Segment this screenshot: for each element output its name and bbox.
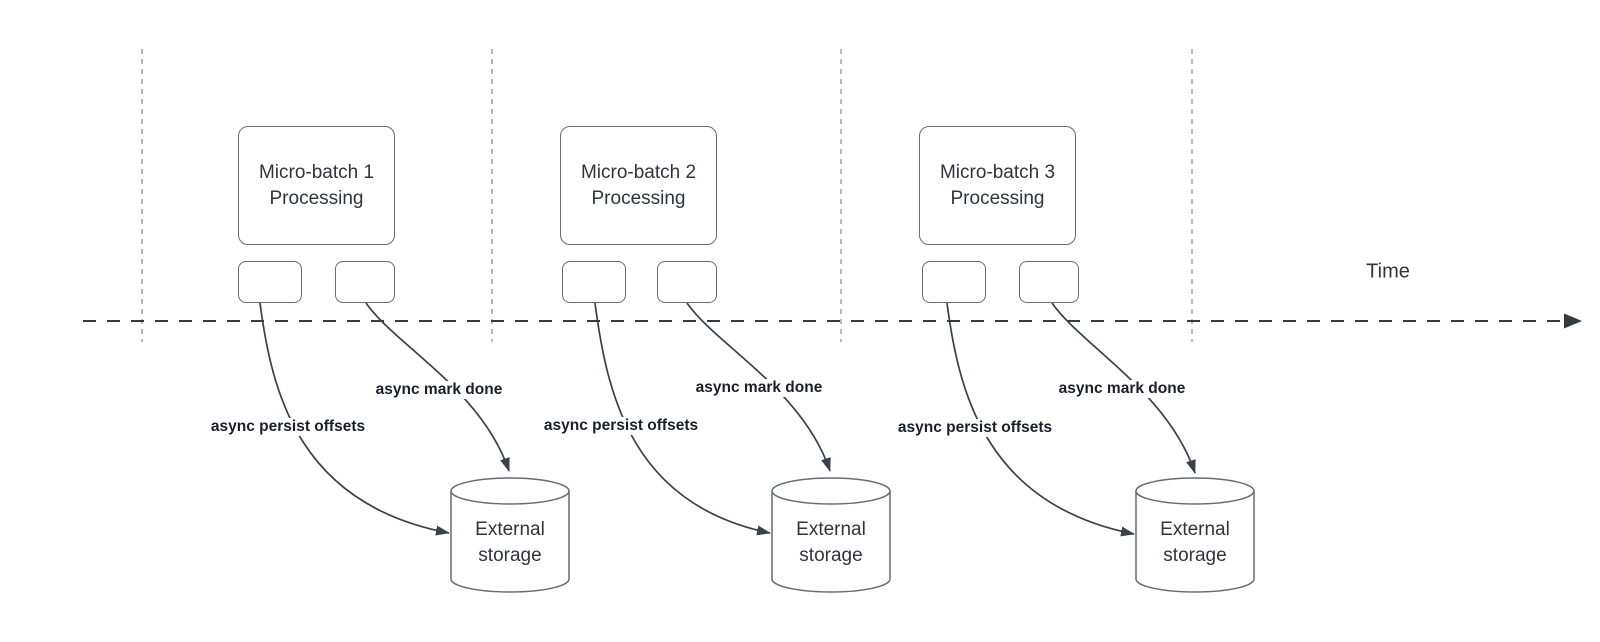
external-storage-cylinder-1 bbox=[450, 477, 570, 593]
micro-batch-2-processing-box: Micro-batch 2 Processing bbox=[560, 126, 717, 245]
external-storage-label-3-line2: storage bbox=[1163, 545, 1227, 566]
micro-batch-1-processing-box: Micro-batch 1 Processing bbox=[238, 126, 395, 245]
micro-batch-1-title-line1: Micro-batch 1 bbox=[258, 161, 375, 183]
external-storage-label-2-line2: storage bbox=[799, 545, 863, 566]
mark-done-arrow-2 bbox=[686, 302, 831, 472]
persist-offsets-label-1: async persist offsets bbox=[207, 418, 369, 436]
offset-task-box-2 bbox=[562, 261, 626, 303]
commit-task-box-3 bbox=[1019, 261, 1079, 303]
mark-done-label-3: async mark done bbox=[1055, 380, 1189, 398]
persist-offsets-arrow-3 bbox=[946, 302, 1135, 537]
micro-batch-3-title-line2: Processing bbox=[950, 187, 1045, 209]
commit-task-box-2 bbox=[657, 261, 717, 303]
micro-batch-2-title-line2: Processing bbox=[591, 187, 686, 209]
persist-offsets-arrow-2 bbox=[594, 302, 771, 536]
offset-task-box-3 bbox=[922, 261, 986, 303]
external-storage-label-2: External storage bbox=[796, 517, 866, 569]
mark-done-arrow-3 bbox=[1051, 302, 1196, 474]
external-storage-label-2-line1: External bbox=[796, 519, 866, 540]
mark-done-label-2: async mark done bbox=[692, 379, 826, 397]
offset-task-box-1 bbox=[238, 261, 302, 303]
micro-batch-2-title-line1: Micro-batch 2 bbox=[580, 161, 697, 183]
persist-offsets-arrow-1 bbox=[259, 302, 450, 536]
micro-batch-1-title-line2: Processing bbox=[269, 187, 364, 209]
external-storage-cylinder-3 bbox=[1135, 477, 1255, 593]
time-axis-arrowhead-icon bbox=[1564, 313, 1582, 329]
external-storage-label-3-line1: External bbox=[1160, 519, 1230, 540]
commit-task-box-1 bbox=[335, 261, 395, 303]
mark-done-arrow-1 bbox=[365, 302, 510, 472]
external-storage-label-1-line1: External bbox=[475, 519, 545, 540]
micro-batch-3-title-line1: Micro-batch 3 bbox=[939, 161, 1056, 183]
external-storage-label-1: External storage bbox=[475, 517, 545, 569]
micro-batch-3-processing-box: Micro-batch 3 Processing bbox=[919, 126, 1076, 245]
mark-done-label-1: async mark done bbox=[372, 381, 506, 399]
persist-offsets-label-2: async persist offsets bbox=[540, 417, 702, 435]
persist-offsets-label-3: async persist offsets bbox=[894, 419, 1056, 437]
time-axis-label: Time bbox=[1366, 260, 1410, 283]
external-storage-label-3: External storage bbox=[1160, 517, 1230, 569]
external-storage-label-1-line2: storage bbox=[478, 545, 542, 566]
external-storage-cylinder-2 bbox=[771, 477, 891, 593]
